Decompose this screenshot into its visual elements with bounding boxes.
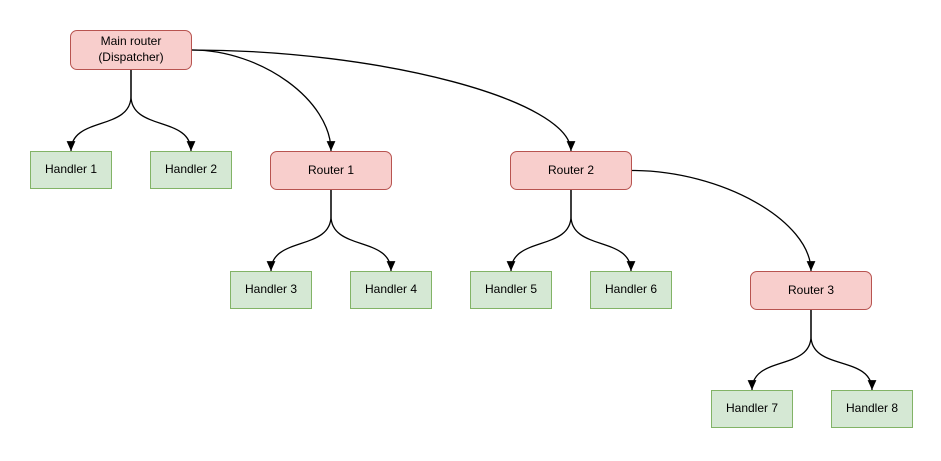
node-handler-5: Handler 5 — [470, 271, 552, 309]
node-router-2: Router 2 — [510, 151, 632, 190]
node-label: Handler 7 — [725, 401, 779, 416]
node-label: Handler 8 — [845, 401, 899, 416]
edge-main-router-to-handler-2 — [130, 70, 196, 152]
node-main-router: Main router (Dispatcher) — [70, 30, 192, 70]
node-handler-1: Handler 1 — [30, 151, 112, 189]
edge-router-2-to-handler-6 — [570, 190, 636, 272]
node-label: Router 1 — [307, 162, 355, 177]
node-label: Handler 5 — [484, 282, 538, 297]
node-handler-8: Handler 8 — [831, 390, 913, 428]
node-label: Handler 6 — [604, 282, 658, 297]
edge-router-1-to-handler-3 — [266, 190, 332, 272]
node-handler-4: Handler 4 — [350, 271, 432, 309]
edge-main-router-to-handler-1 — [66, 70, 132, 152]
node-label: Router 2 — [547, 162, 595, 177]
node-label: Handler 4 — [364, 282, 418, 297]
edge-router-2-to-handler-5 — [506, 190, 572, 272]
node-label: Handler 3 — [244, 282, 298, 297]
node-handler-3: Handler 3 — [230, 271, 312, 309]
edge-router-1-to-handler-4 — [330, 190, 396, 272]
edge-router-3-to-handler-7 — [747, 310, 812, 391]
edge-main-router-to-router-1 — [191, 49, 336, 152]
node-handler-7: Handler 7 — [711, 390, 793, 428]
edge-router-2-to-router-3 — [631, 169, 816, 272]
edge-main-router-to-router-2 — [191, 49, 576, 152]
node-handler-6: Handler 6 — [590, 271, 672, 309]
node-label: Handler 2 — [164, 162, 218, 177]
node-label: Main router (Dispatcher) — [98, 34, 164, 64]
node-router-3: Router 3 — [750, 271, 872, 310]
node-router-1: Router 1 — [270, 151, 392, 190]
edge-router-3-to-handler-8 — [810, 310, 877, 391]
node-label: Handler 1 — [44, 162, 98, 177]
node-label: Router 3 — [787, 282, 835, 297]
node-handler-2: Handler 2 — [150, 151, 232, 189]
